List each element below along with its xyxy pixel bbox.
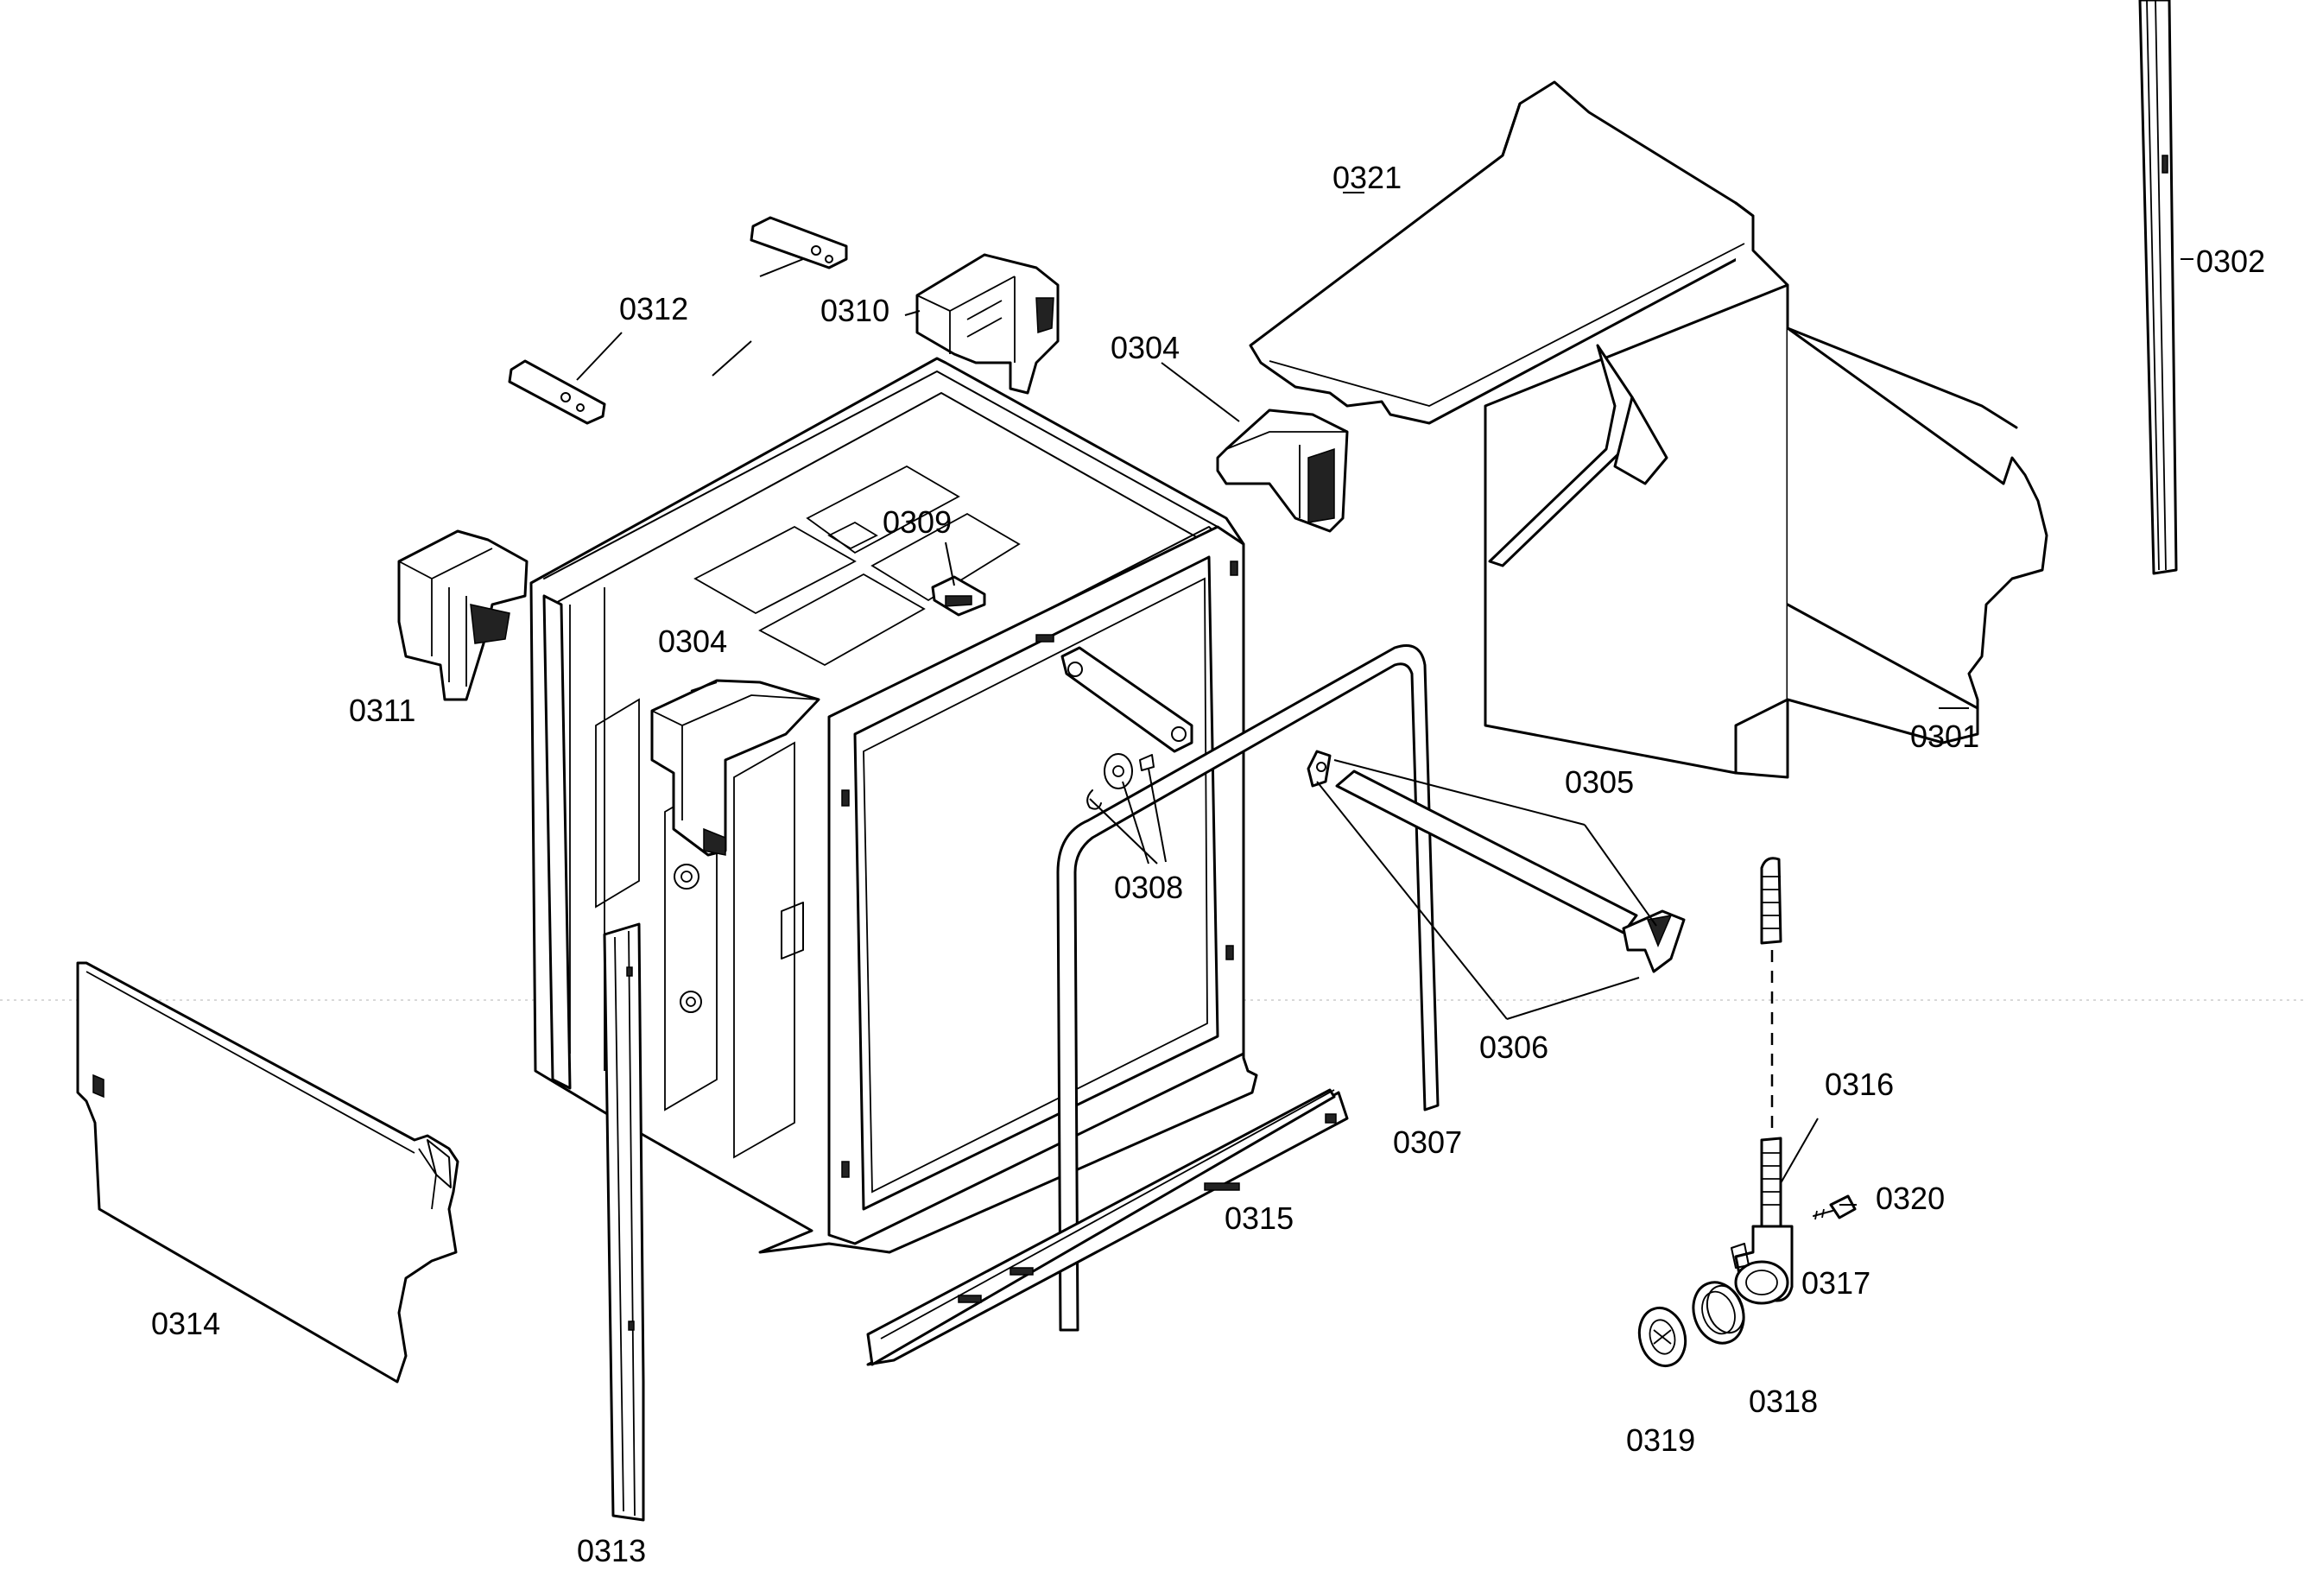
part-0308-fittings bbox=[1060, 646, 1193, 810]
leader-lines bbox=[576, 192, 2193, 1206]
part-0312-bracket-upper bbox=[750, 216, 848, 269]
part-0307-gasket bbox=[1056, 644, 1440, 1332]
label-0304-left: 0304 bbox=[658, 624, 727, 659]
part-0311-hinge-block bbox=[397, 529, 529, 701]
label-0310: 0310 bbox=[820, 293, 889, 328]
part-labels: 0321 0302 0304 0301 0312 0310 0309 0304 … bbox=[151, 160, 2265, 1568]
part-0318-ring bbox=[1692, 1281, 1745, 1345]
part-0304-left-bracket bbox=[650, 679, 820, 857]
label-0307: 0307 bbox=[1393, 1124, 1462, 1160]
part-0310-hinge-block bbox=[915, 253, 1060, 395]
part-0314-side-cover bbox=[76, 961, 459, 1384]
label-0308: 0308 bbox=[1114, 870, 1183, 905]
part-0316-drain-hose bbox=[1760, 857, 1782, 1228]
label-0321: 0321 bbox=[1332, 160, 1402, 195]
part-0309-clip bbox=[931, 575, 986, 617]
part-0301-side-panel bbox=[1484, 283, 2048, 775]
part-0302-strip bbox=[2138, 0, 2178, 575]
label-0315: 0315 bbox=[1225, 1200, 1294, 1236]
part-0304-right-bracket bbox=[1216, 408, 1349, 533]
part-tub bbox=[529, 357, 1258, 1254]
part-0319-cap bbox=[1637, 1306, 1687, 1368]
label-0302: 0302 bbox=[2196, 244, 2265, 279]
label-0311: 0311 bbox=[349, 693, 415, 728]
label-0313: 0313 bbox=[577, 1533, 646, 1568]
label-0304-right: 0304 bbox=[1111, 330, 1180, 365]
label-0314: 0314 bbox=[151, 1306, 220, 1341]
part-0315-bottom-rail bbox=[866, 1088, 1349, 1366]
label-0317: 0317 bbox=[1801, 1265, 1870, 1301]
label-0320: 0320 bbox=[1876, 1181, 1945, 1216]
label-0306: 0306 bbox=[1479, 1029, 1548, 1065]
part-0306-clip bbox=[1307, 750, 1332, 788]
label-0318: 0318 bbox=[1749, 1384, 1818, 1419]
label-0316: 0316 bbox=[1825, 1067, 1894, 1102]
part-0317-elbow bbox=[1731, 1225, 1794, 1305]
label-0309: 0309 bbox=[883, 504, 952, 540]
part-0312-bracket-lower bbox=[508, 359, 606, 425]
label-0312: 0312 bbox=[619, 291, 688, 326]
part-0313-side-strip bbox=[603, 922, 645, 1522]
label-0305: 0305 bbox=[1565, 764, 1634, 800]
part-0320-screw bbox=[1813, 1194, 1857, 1220]
label-0319: 0319 bbox=[1626, 1422, 1695, 1458]
label-0301: 0301 bbox=[1910, 719, 1979, 754]
part-0305-hinge-rod bbox=[1335, 770, 1686, 973]
